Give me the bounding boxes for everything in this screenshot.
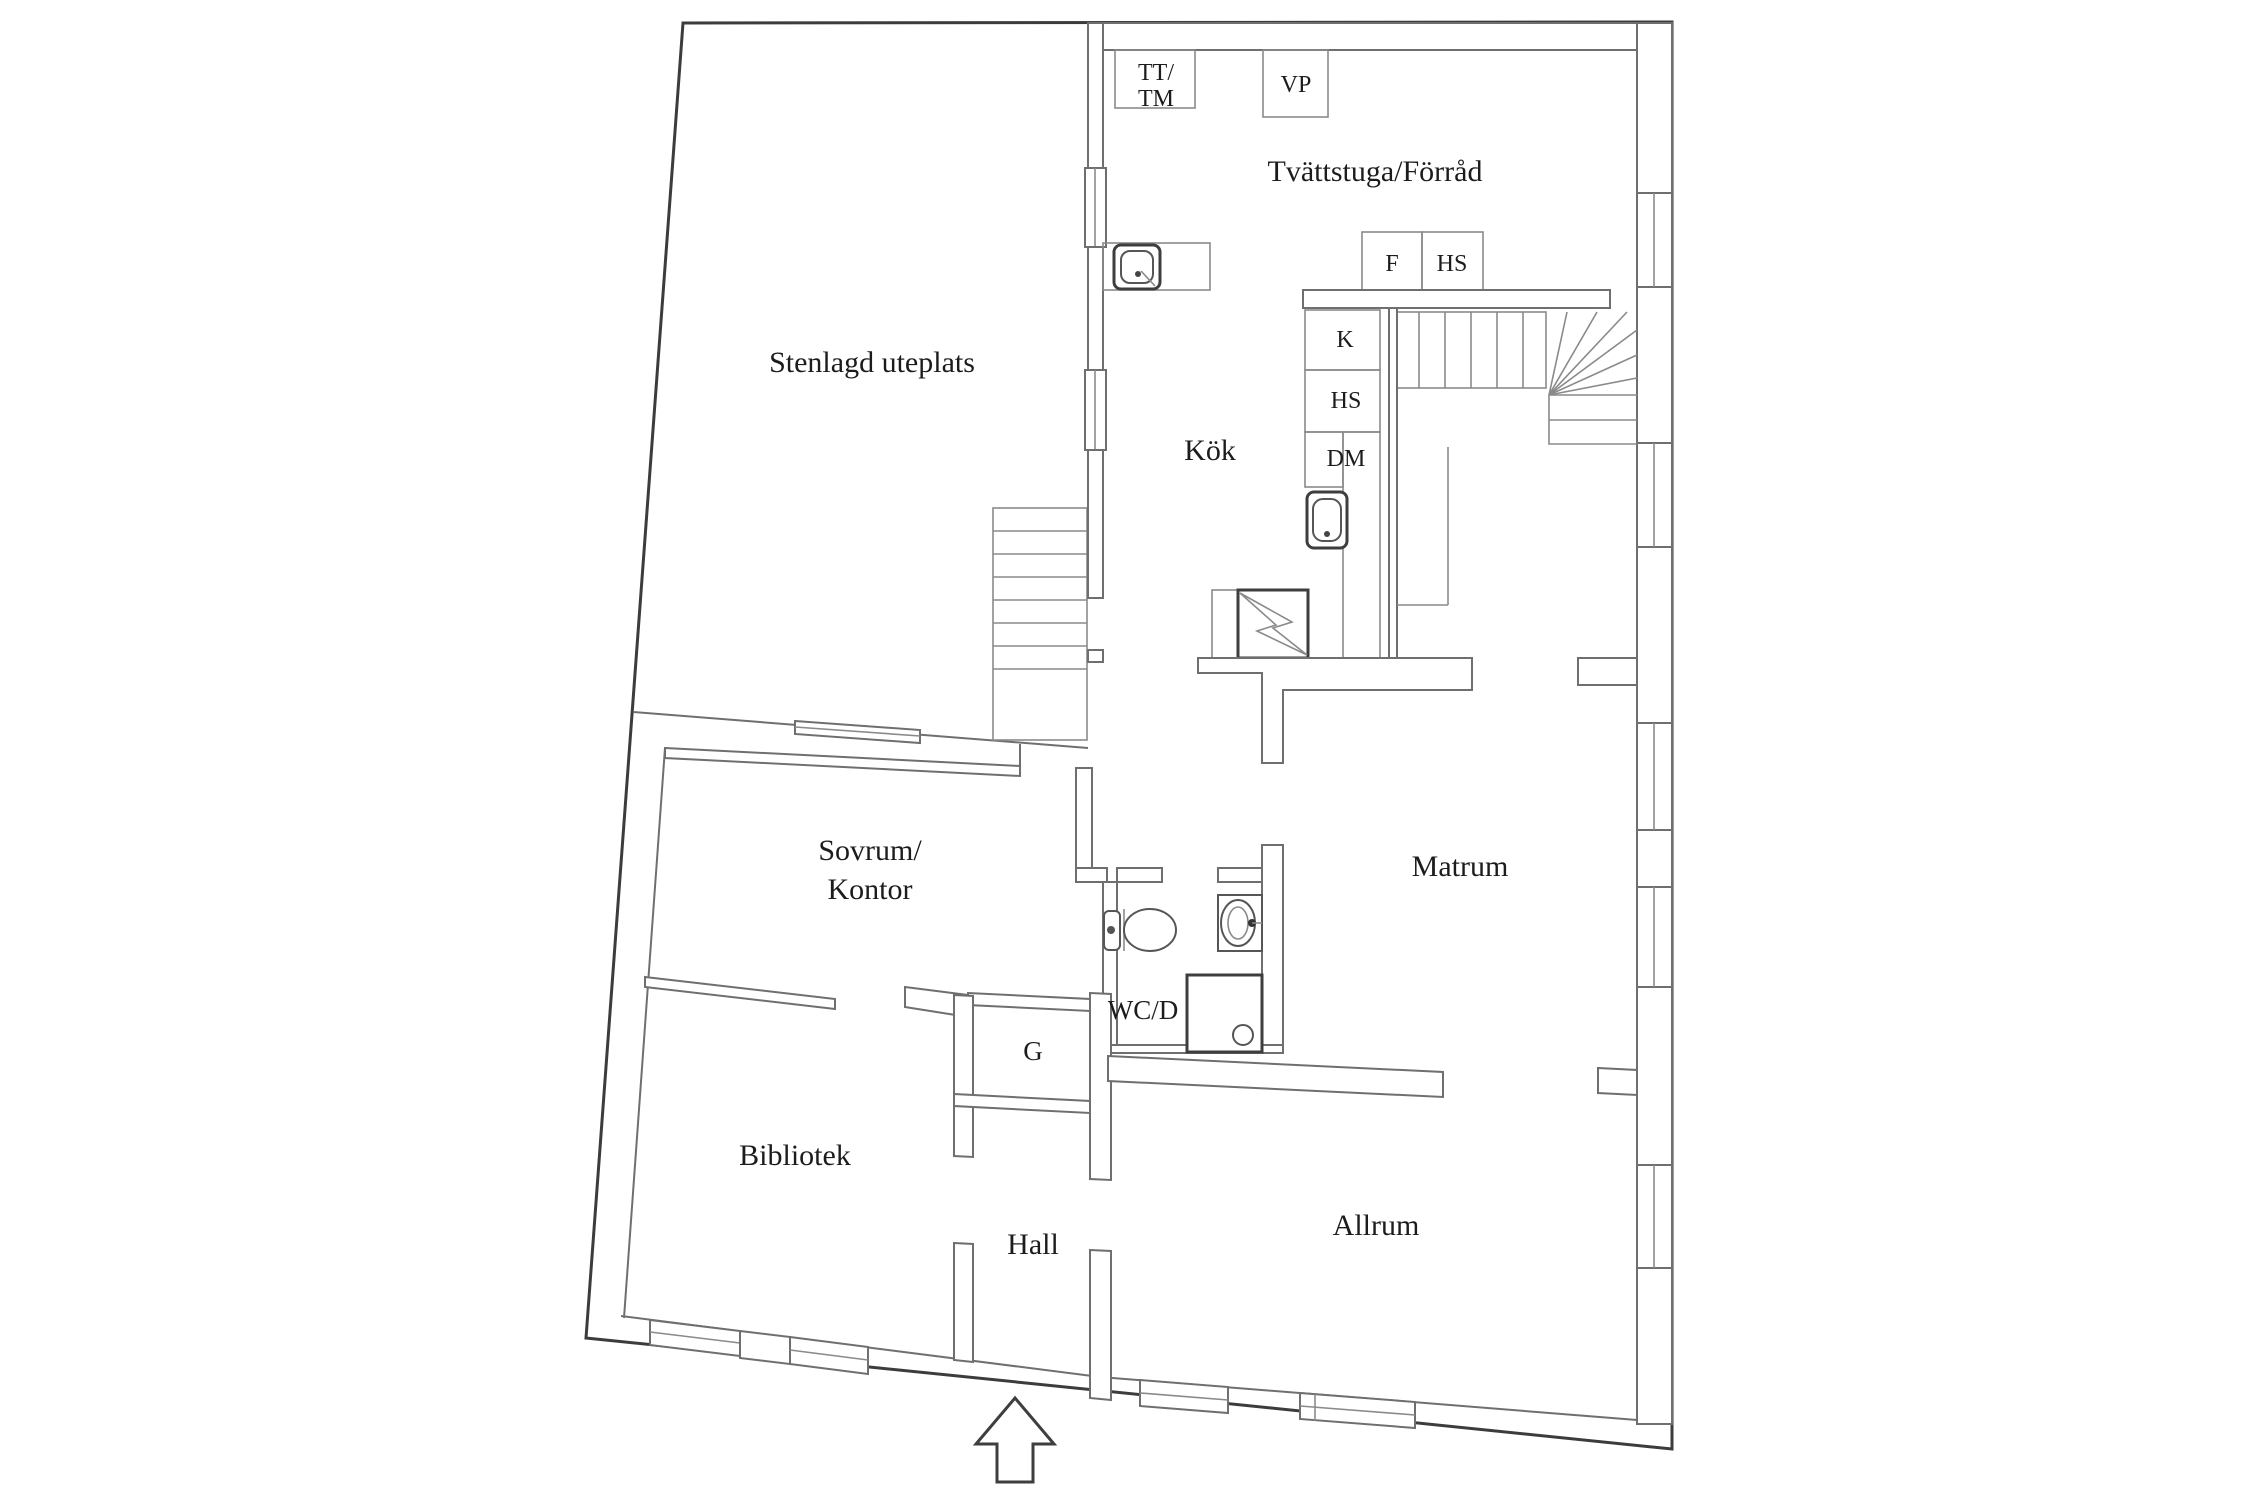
window-icon [1084, 167, 1107, 248]
patio [632, 507, 1089, 749]
wall-pier [739, 1329, 791, 1366]
stove-icon [1211, 588, 1310, 660]
window-icon [1636, 886, 1673, 988]
washer-dryer-label-line2: TM [1138, 86, 1174, 112]
livingroom-label: Allrum [1333, 1209, 1420, 1242]
patio-steps-icon [992, 507, 1088, 741]
patio-label: Stenlagd uteplats [769, 346, 975, 379]
freezer-label: F [1385, 251, 1398, 277]
cabinet-mid-label: HS [1331, 388, 1362, 414]
heat-pump-box [1262, 49, 1329, 118]
fridge-label: K [1336, 327, 1354, 353]
bedroom-label-line1: Sovrum/ [818, 834, 922, 867]
bathroom-label: WC/D [1108, 995, 1179, 1025]
toilet-icon [1103, 908, 1177, 952]
kitchen [1197, 309, 1638, 764]
dishwasher-label: DM [1327, 446, 1366, 472]
washer-dryer-box [1114, 49, 1196, 109]
cabinet-top-label: HS [1437, 251, 1468, 277]
sink-icon [1305, 490, 1349, 550]
window-icon [1636, 192, 1673, 288]
livingroom-wall [1107, 1054, 1638, 1099]
kitchen-label: Kök [1184, 434, 1236, 467]
heat-pump-label: VP [1281, 72, 1312, 98]
washer-dryer-label-line1: TT/ [1138, 60, 1174, 86]
dining-label: Matrum [1412, 850, 1509, 883]
window-icon [1636, 722, 1673, 831]
library-label: Bibliotek [739, 1139, 851, 1172]
laundry-counter [1102, 242, 1211, 291]
hall-walls [953, 1241, 1112, 1402]
shower-icon [1185, 973, 1264, 1054]
hall-label: Hall [1007, 1228, 1059, 1261]
window-icon [1139, 1378, 1229, 1415]
window-icon [1084, 369, 1107, 451]
basin-icon [1217, 894, 1263, 952]
right-wall-windows [1636, 192, 1673, 1269]
laundry-kitchen-left-wall [1084, 22, 1107, 663]
window-icon [1299, 1391, 1416, 1430]
laundry-label: Tvättstuga/Förråd [1268, 155, 1483, 188]
bedroom-label-line2: Kontor [828, 873, 913, 906]
bottom-windows [649, 1318, 1416, 1430]
closet-label: G [1023, 1036, 1043, 1066]
laundry-room [1102, 49, 1611, 309]
window-icon [789, 1335, 869, 1376]
sink-icon [1112, 243, 1162, 291]
bedroom-walls [644, 744, 1108, 1011]
window-icon [649, 1318, 741, 1358]
window-icon [1636, 442, 1673, 548]
labels: Stenlagd uteplats Tvättstuga/Förråd Kök … [739, 60, 1508, 1261]
window-icon [1636, 1164, 1673, 1269]
closet-walls [904, 985, 1112, 1182]
entrance-arrow-icon [972, 1395, 1058, 1484]
window-icon [794, 719, 921, 745]
exterior-outline [584, 20, 1674, 1451]
staircase-icon [1388, 307, 1638, 663]
